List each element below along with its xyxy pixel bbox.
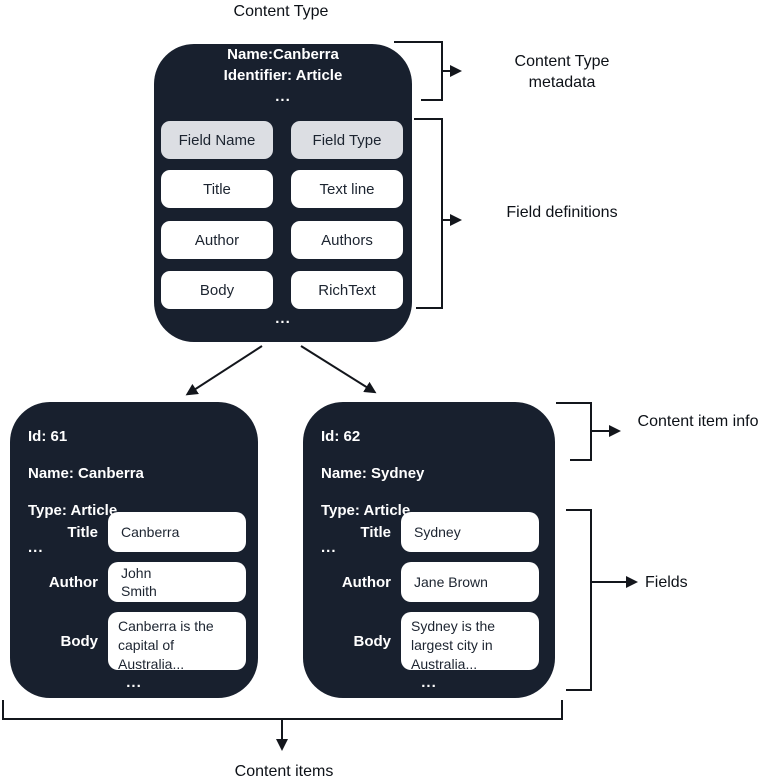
content-item-name: Name: Canberra bbox=[28, 464, 144, 482]
field-type-cell: Authors bbox=[291, 221, 403, 259]
arrow-to-content-item-2 bbox=[300, 345, 377, 394]
field-type-cell: RichText bbox=[291, 271, 403, 309]
annotation-field-definitions: Field definitions bbox=[506, 204, 618, 221]
field-name-cell: Author bbox=[161, 221, 273, 259]
page-title: Content Type bbox=[233, 3, 329, 20]
field-label-author: Author bbox=[341, 573, 391, 591]
content-item-box-canberra: Id: 61 Name: Canberra Type: Article ... … bbox=[10, 402, 258, 698]
content-type-identifier: Identifier: Article bbox=[223, 67, 343, 84]
bracket-field-definitions bbox=[414, 118, 443, 309]
content-type-name: Name:Canberra bbox=[227, 46, 339, 63]
content-item-more-ellipsis: ... bbox=[321, 538, 337, 556]
annotation-fields: Fields bbox=[645, 574, 688, 591]
field-value-author: John Smith bbox=[108, 562, 246, 602]
content-item-info-block: Id: 61 Name: Canberra Type: Article ... bbox=[28, 409, 144, 576]
content-item-name: Name: Sydney bbox=[321, 464, 425, 482]
content-item-box-sydney: Id: 62 Name: Sydney Type: Article ... Ti… bbox=[303, 402, 555, 698]
content-item-id: Id: 61 bbox=[28, 427, 68, 445]
bracket-content-items bbox=[2, 700, 563, 720]
field-value-body: Canberra is the capital of Australia... bbox=[108, 612, 246, 672]
field-label-body: Body bbox=[353, 632, 392, 650]
field-label-title: Title bbox=[67, 523, 98, 541]
content-item-more-ellipsis: ... bbox=[28, 538, 44, 556]
content-item-info-block: Id: 62 Name: Sydney Type: Article ... bbox=[321, 409, 424, 576]
arrow-to-content-item-1 bbox=[185, 345, 263, 396]
content-type-more-ellipsis: ... bbox=[275, 88, 291, 105]
content-type-metadata-block: Name:Canberra Identifier: Article ... bbox=[154, 44, 412, 107]
field-name-cell: Body bbox=[161, 271, 273, 309]
content-item-footer-ellipsis: ... bbox=[421, 674, 437, 691]
bracket-content-item-info bbox=[556, 402, 592, 461]
content-type-footer-ellipsis: ... bbox=[275, 310, 291, 327]
annotation-content-items: Content items bbox=[234, 763, 334, 780]
annotation-content-type-metadata: Content Type metadata bbox=[514, 53, 610, 91]
content-type-box: Name:Canberra Identifier: Article ... Fi… bbox=[154, 44, 412, 342]
annotation-content-item-info: Content item info bbox=[637, 413, 759, 430]
content-item-id: Id: 62 bbox=[321, 427, 361, 445]
bracket-fields bbox=[566, 509, 592, 691]
content-item-type: Type: Article bbox=[28, 501, 118, 519]
field-value-title: Canberra bbox=[108, 512, 246, 552]
field-type-cell: Text line bbox=[291, 170, 403, 208]
field-label-body: Body bbox=[60, 632, 99, 650]
field-label-author: Author bbox=[48, 573, 98, 591]
content-item-type: Type: Article bbox=[321, 501, 411, 519]
field-value-title: Sydney bbox=[401, 512, 539, 552]
field-value-author: Jane Brown bbox=[401, 562, 539, 602]
field-value-body: Sydney is the largest city in Australia.… bbox=[401, 612, 539, 672]
content-item-footer-ellipsis: ... bbox=[126, 674, 142, 691]
column-header-field-name: Field Name bbox=[161, 121, 273, 159]
field-name-cell: Title bbox=[161, 170, 273, 208]
field-label-title: Title bbox=[360, 523, 391, 541]
column-header-field-type: Field Type bbox=[291, 121, 403, 159]
